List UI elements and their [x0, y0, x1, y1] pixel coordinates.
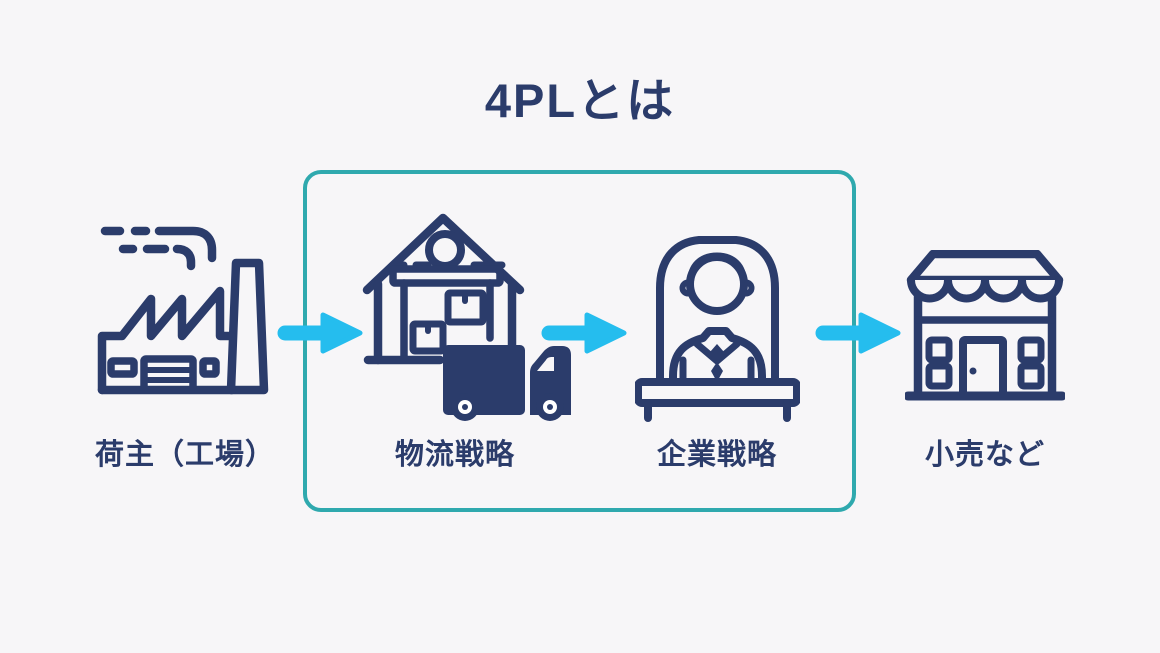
warehouse-truck-icon	[360, 208, 575, 428]
item-label-shipper: 荷主（工場）	[94, 439, 275, 471]
factory-window-left	[107, 357, 138, 378]
item-label-corporate-strategy: 企業戦略	[656, 439, 777, 471]
factory-icon	[95, 218, 275, 409]
storefront-icon	[903, 249, 1067, 407]
truck-wheel-rear-hub	[462, 404, 468, 410]
flow-arrow-3	[815, 312, 901, 354]
tie	[710, 344, 724, 382]
flow-arrow-2	[541, 312, 627, 354]
desk-top	[634, 378, 801, 407]
factory-window-right	[199, 357, 220, 378]
chair	[656, 236, 779, 389]
executive-desk-icon	[634, 230, 801, 427]
truck-window	[537, 357, 554, 371]
chimney	[226, 258, 269, 395]
delivery-truck	[443, 345, 571, 421]
smoke-curve-bottom	[172, 244, 196, 271]
page-title: 4PLとは	[484, 74, 676, 127]
factory-roofline	[97, 286, 236, 395]
hair	[687, 252, 747, 283]
warehouse-vent	[425, 230, 465, 270]
factory-window-bands	[141, 367, 196, 383]
store-door	[959, 336, 1007, 400]
factory-window-banded	[140, 355, 197, 394]
store-walls	[913, 292, 1057, 401]
warehouse-door-frame	[400, 279, 494, 364]
item-label-retail: 小売など	[924, 439, 1045, 471]
flow-arrow-1	[277, 312, 363, 354]
desk-legs	[644, 399, 791, 422]
window-right-top	[1017, 336, 1045, 364]
item-label-logistics-strategy: 物流戦略	[394, 439, 515, 471]
awning-scallops	[907, 276, 1063, 303]
window-left-bottom	[925, 362, 953, 390]
window-left-top	[925, 336, 953, 364]
window-right-bottom	[1017, 362, 1045, 390]
sleeves	[679, 356, 755, 384]
truck-wheel-front-hub	[547, 404, 553, 410]
smoke-curve-top	[154, 226, 217, 263]
warehouse-door-header	[389, 265, 504, 287]
highlight-box	[303, 170, 856, 512]
door-knob	[969, 367, 977, 375]
lapels	[693, 340, 741, 365]
